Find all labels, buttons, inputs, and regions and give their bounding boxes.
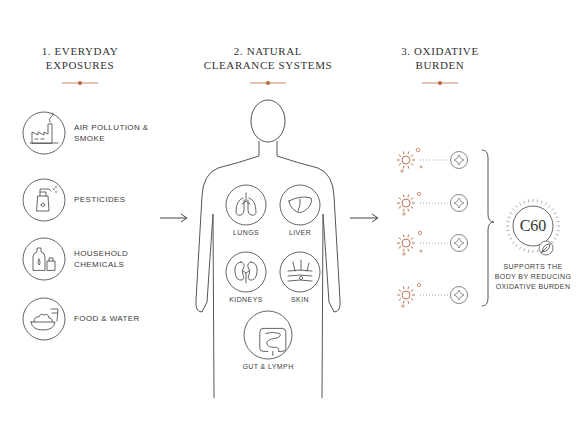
node-outline — [233, 310, 303, 360]
column-heading: 1. EVERYDAY EXPOSURES — [24, 44, 136, 73]
exposure-icon: AIR POLLUTION & SMOKE — [22, 111, 162, 155]
column-heading: 3. OXIDATIVE BURDEN — [388, 44, 492, 73]
node-outline — [265, 251, 335, 293]
organ-circle: LUNGS — [211, 184, 281, 237]
node-outline — [211, 184, 281, 226]
exposure-icon: HOUSEHOLD CHEMICALS — [22, 237, 162, 281]
node-outline — [22, 178, 66, 222]
c60-description: SUPPORTS THE BODY BY REDUCING OXIDATIVE … — [493, 262, 573, 292]
c60-badge: C60SUPPORTS THE BODY BY REDUCING OXIDATI… — [491, 198, 575, 292]
organ-label: KIDNEYS — [211, 295, 281, 304]
exposure-label: FOOD & WATER — [74, 313, 154, 324]
body-silhouette — [196, 100, 340, 398]
exposure-label: HOUSEHOLD CHEMICALS — [74, 248, 154, 270]
exposure-icon: FOOD & WATER — [22, 297, 162, 341]
c60-mark: C60 — [491, 216, 575, 236]
organ-circle: KIDNEYS — [211, 251, 281, 304]
node-outline — [22, 297, 66, 341]
exposure-label: AIR POLLUTION & SMOKE — [74, 122, 154, 144]
organ-label: LUNGS — [211, 228, 281, 237]
organ-label: SKIN — [265, 295, 335, 304]
column-heading: 2. NATURAL CLEARANCE SYSTEMS — [199, 44, 337, 73]
free-radicals — [397, 148, 468, 307]
node-outline — [265, 184, 335, 226]
heading-dot — [78, 81, 442, 85]
organ-circle: LIVER — [265, 184, 335, 237]
heading-rule — [62, 83, 458, 84]
node-outline — [22, 111, 66, 155]
organ-circle: GUT & LYMPH — [233, 310, 303, 371]
node-outline — [22, 237, 66, 281]
organ-label: GUT & LYMPH — [233, 362, 303, 371]
bracket — [482, 150, 494, 306]
flow-arrow — [160, 214, 378, 222]
node-outline — [211, 251, 281, 293]
organ-circle: SKIN — [265, 251, 335, 304]
organ-label: LIVER — [265, 228, 335, 237]
exposure-label: PESTICIDES — [74, 194, 154, 205]
exposure-icon: PESTICIDES — [22, 178, 162, 222]
